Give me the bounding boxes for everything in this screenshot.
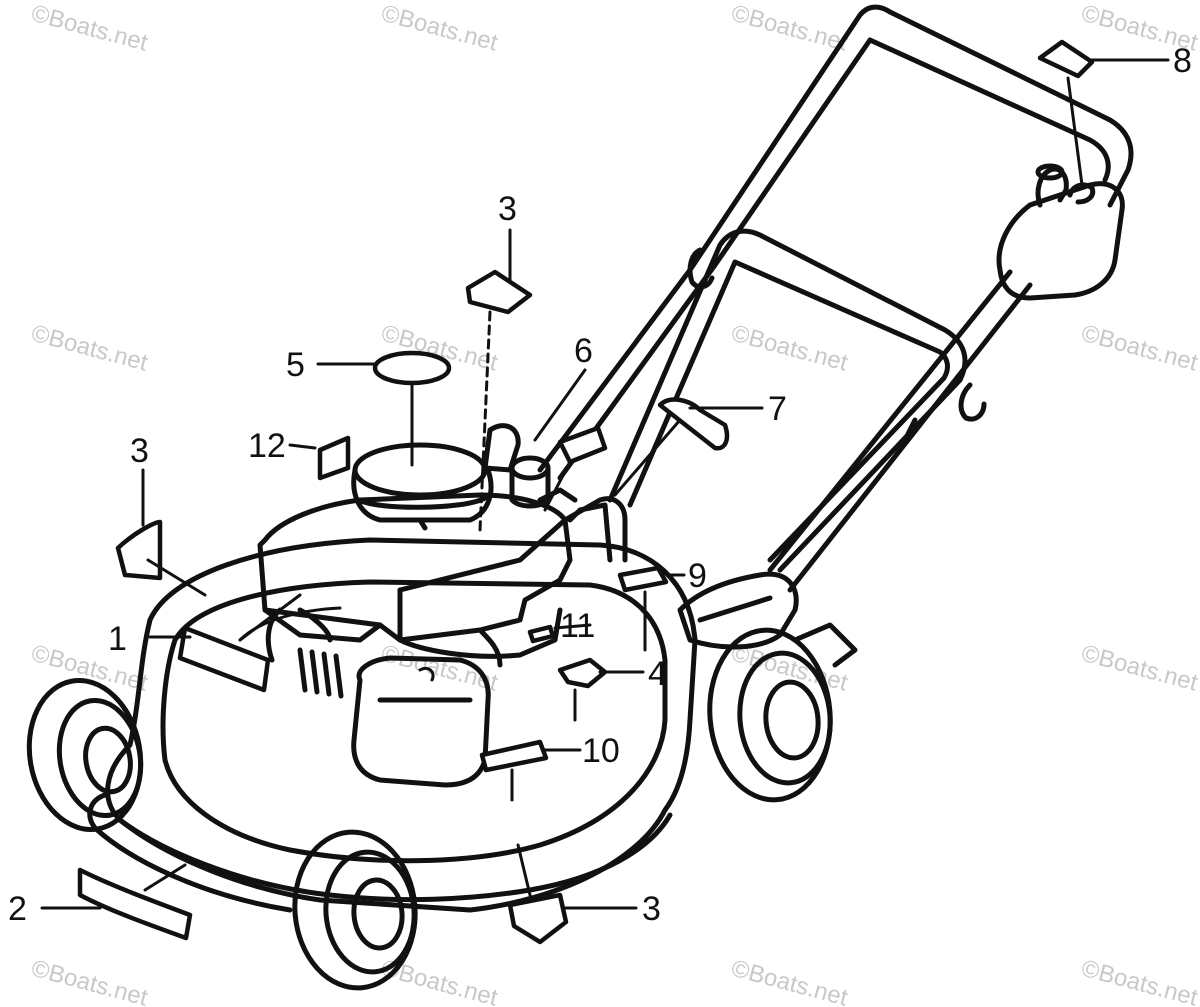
watermark: ©Boats.net [28,955,150,1007]
decal-6 [557,425,608,465]
callout-5: 5 [286,346,305,384]
decal-9 [617,565,669,593]
watermark: ©Boats.net [728,320,850,377]
decal-3-front [507,892,569,945]
decal-12 [317,435,351,481]
watermark: ©Boats.net [378,0,500,57]
watermark: ©Boats.net [1078,955,1200,1007]
callout-11: 11 [560,607,595,645]
callout-labels: 1 2 3 3 3 4 5 6 7 8 9 10 11 12 [8,42,1192,928]
decal-2 [77,867,193,941]
watermark: ©Boats.net [1078,640,1200,697]
decal-5 [372,350,452,386]
watermark: ©Boats.net [728,0,850,57]
callout-8: 8 [1173,42,1192,80]
decal-10 [479,739,549,773]
watermark: ©Boats.net [728,955,850,1007]
engine [257,423,628,788]
watermark-layer: ©Boats.net ©Boats.net ©Boats.net ©Boats.… [28,0,1200,1007]
callout-4: 4 [648,655,667,693]
callout-3-top: 3 [498,190,517,228]
callout-3-left: 3 [130,432,149,470]
watermark: ©Boats.net [28,0,150,57]
decal-11 [527,624,556,644]
leader-lines [40,58,1170,910]
callout-7: 7 [768,390,787,428]
wheel-front-right [292,829,418,991]
throttle-control-box [996,163,1125,301]
decal-3-top [465,269,533,315]
callout-12: 12 [248,427,286,465]
callout-10: 10 [582,732,620,770]
callout-2: 2 [8,890,27,928]
watermark: ©Boats.net [378,640,500,697]
mower-handle [537,4,1134,593]
decal-3-left [115,519,163,581]
callout-3-front: 3 [642,890,661,928]
decal-8 [1037,39,1095,79]
rear-guard [677,571,799,650]
callout-1: 1 [108,620,127,658]
watermark: ©Boats.net [28,640,150,697]
callout-6: 6 [574,332,593,370]
decal-4 [557,657,608,689]
wheel-front-left [26,678,144,832]
callout-9: 9 [688,557,707,595]
decal-1 [177,625,271,693]
decal-7 [657,397,730,451]
watermark: ©Boats.net [1078,320,1200,377]
watermark: ©Boats.net [28,320,150,377]
wheel-rear [707,622,858,803]
